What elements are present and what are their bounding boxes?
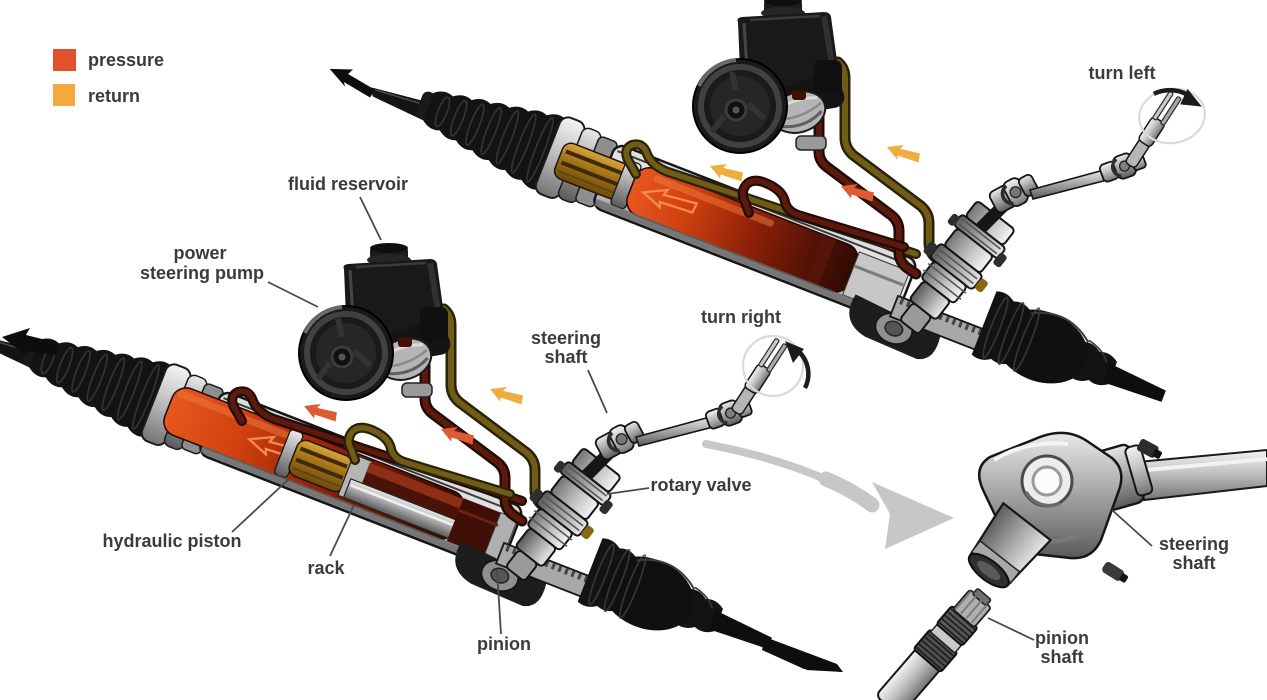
svg-text:shaft: shaft: [1040, 647, 1083, 667]
svg-text:steering: steering: [531, 328, 601, 348]
svg-text:shaft: shaft: [1172, 553, 1215, 573]
svg-text:steering: steering: [1159, 534, 1229, 554]
svg-text:shaft: shaft: [544, 347, 587, 367]
svg-text:turn right: turn right: [701, 307, 781, 327]
svg-text:rack: rack: [307, 558, 345, 578]
svg-text:fluid reservoir: fluid reservoir: [288, 174, 408, 194]
svg-text:pinion: pinion: [477, 634, 531, 654]
svg-text:pinion: pinion: [1035, 628, 1089, 648]
svg-text:rotary valve: rotary valve: [650, 475, 751, 495]
svg-text:pressure: pressure: [88, 50, 164, 70]
svg-text:power: power: [173, 243, 226, 263]
svg-text:turn left: turn left: [1089, 63, 1156, 83]
svg-text:steering pump: steering pump: [140, 263, 264, 283]
svg-text:return: return: [88, 86, 140, 106]
svg-text:hydraulic piston: hydraulic piston: [102, 531, 241, 551]
